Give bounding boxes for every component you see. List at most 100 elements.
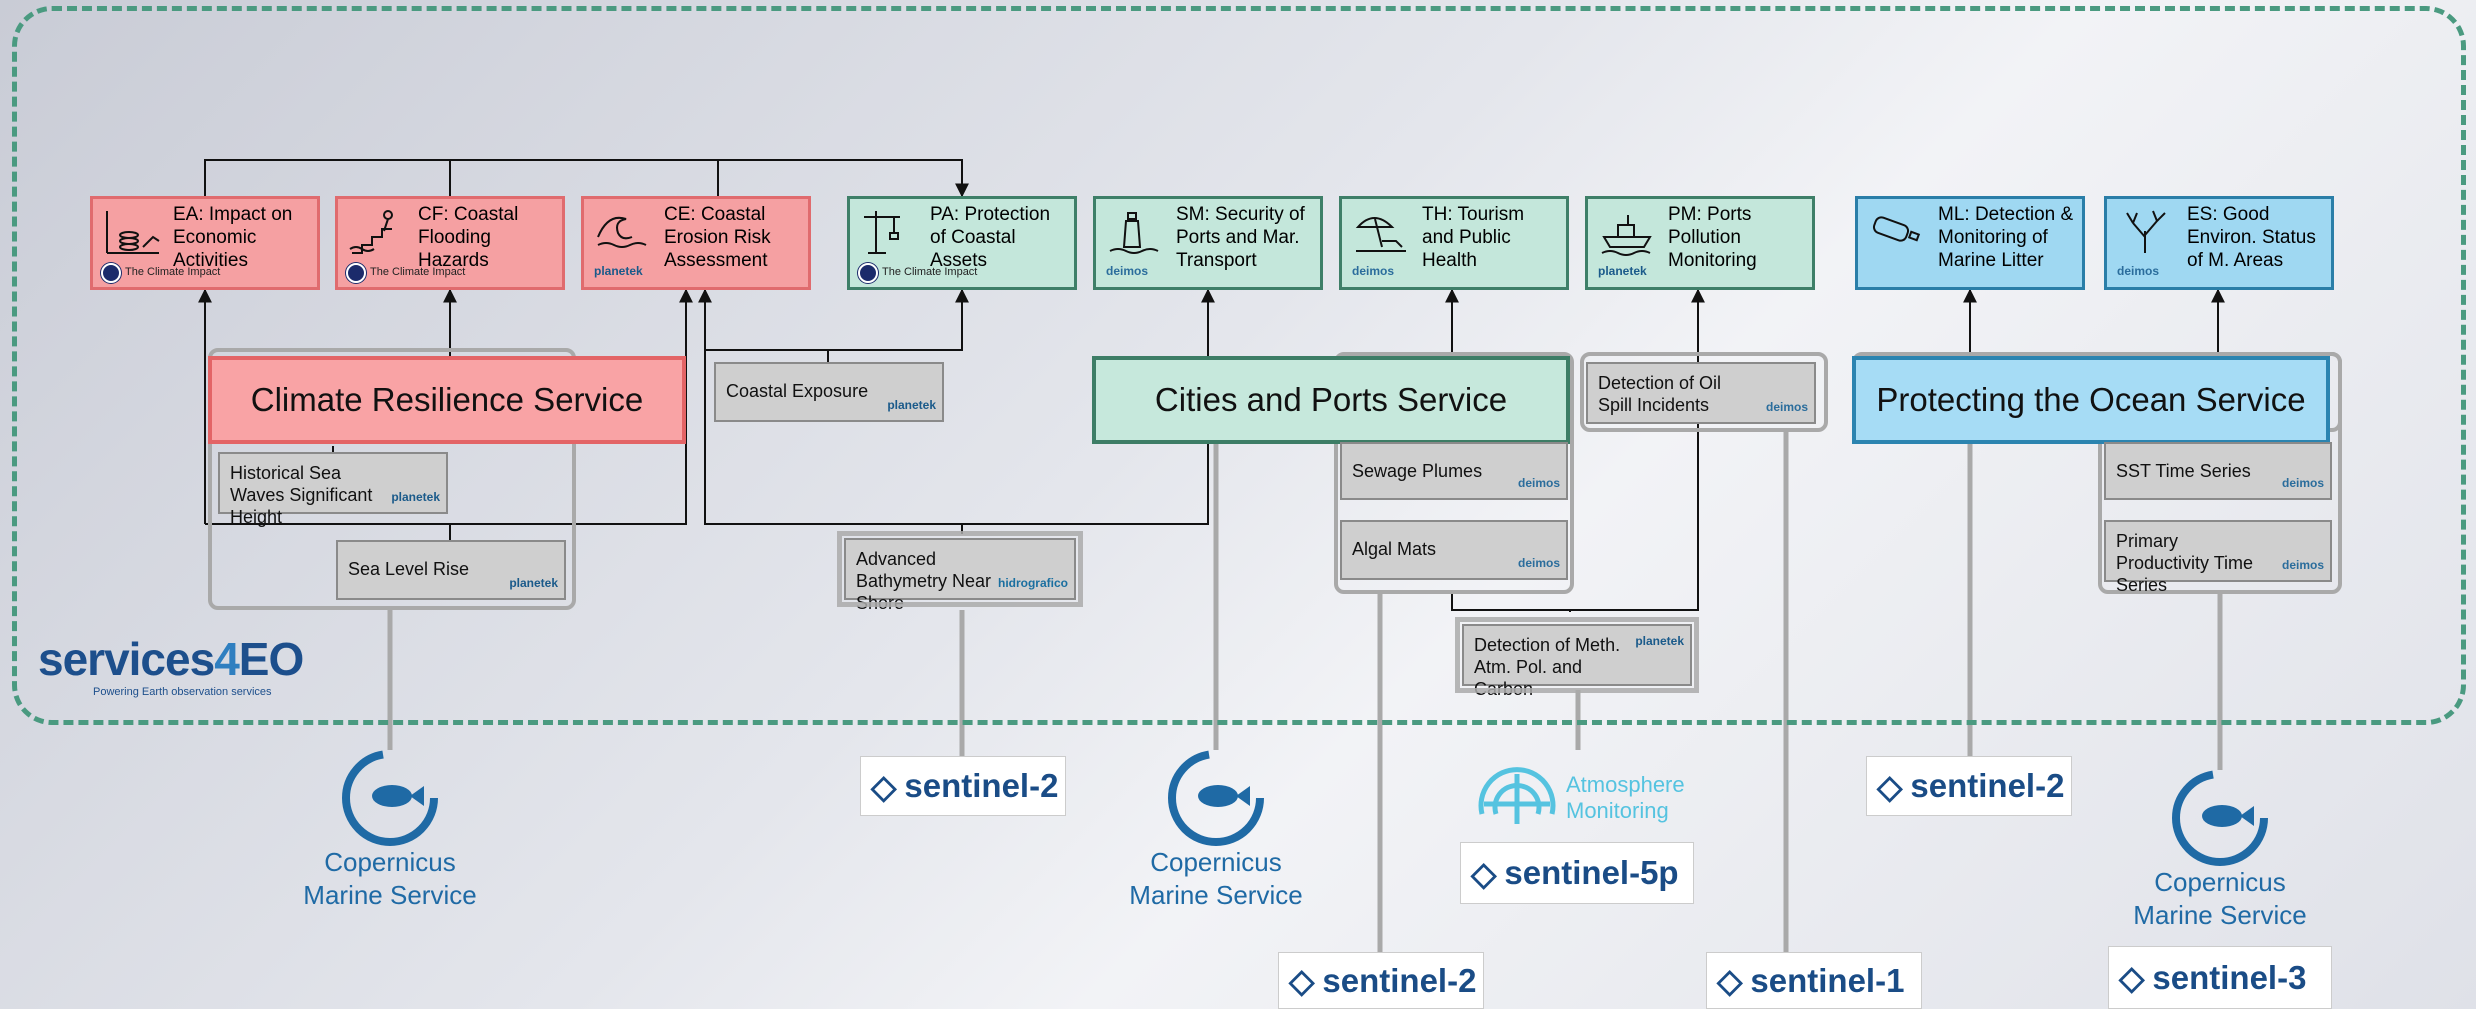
dataset-oil-spill-label: Detection of Oil Spill Incidents <box>1598 373 1722 415</box>
tci-text: The Climate Impact <box>370 266 466 278</box>
product-th[interactable]: TH: Tourism and Public Health deimos <box>1339 196 1569 290</box>
deimos-logo: deimos <box>2281 558 2324 572</box>
logo-word-eo: EO <box>238 633 304 685</box>
product-sm-label: SM: Security of Ports and Mar. Transport <box>1176 204 1305 271</box>
deimos-logo: deimos <box>1106 264 1149 278</box>
dataset-coastal-exposure[interactable]: Coastal Exposure planetek <box>714 362 944 422</box>
sentinel-1-logo: ◇sentinel-1 <box>1706 952 1922 1009</box>
sentinel-2-label: sentinel-2 <box>904 767 1059 804</box>
ship-icon <box>1601 215 1652 256</box>
satellite-icon: ◇ <box>2119 959 2145 996</box>
dataset-algal[interactable]: Algal Mats deimos <box>1340 520 1568 580</box>
dataset-sewage-label: Sewage Plumes <box>1352 461 1483 481</box>
services4eo-boundary <box>12 6 2466 725</box>
hidrografico-logo: hidrografico <box>997 576 1068 590</box>
cities-group-outline <box>1334 352 1574 594</box>
product-cf[interactable]: CF: Coastal Flooding Hazards The Climate… <box>335 196 565 290</box>
coral-icon <box>2126 210 2166 253</box>
tci-dot-icon <box>346 262 366 283</box>
satellite-icon: ◇ <box>871 767 897 805</box>
product-ce-label: CE: Coastal Erosion Risk Assessment <box>664 204 771 271</box>
planetek-logo: planetek <box>391 490 440 504</box>
sentinel-2-logo: ◇sentinel-2 <box>1866 756 2072 816</box>
wave-icon <box>597 216 647 248</box>
logo-word-services: services <box>38 633 215 685</box>
dataset-hist-waves-label: Historical Sea Waves Significant Height <box>230 463 373 527</box>
dataset-algal-label: Algal Mats <box>1352 539 1437 559</box>
dataset-oil-spill[interactable]: Detection of Oil Spill Incidents deimos <box>1586 362 1816 424</box>
sentinel-3-logo: ◇sentinel-3 <box>2108 946 2332 1009</box>
dataset-methane-label: Detection of Meth. Atm. Pol. and Carbon <box>1474 635 1621 699</box>
cms-label-3: Copernicus Marine Service <box>2133 867 2307 930</box>
ocean-right-group-outline <box>2098 352 2342 594</box>
cms-fish-icon <box>342 750 438 846</box>
tci-logo: The Climate Impact <box>858 261 977 284</box>
beach-umbrella-icon <box>1355 217 1406 252</box>
sentinel-2-label: sentinel-2 <box>1910 767 2065 804</box>
flooding-stairs-icon <box>349 210 393 254</box>
deimos-logo: deimos <box>1352 264 1395 278</box>
product-ea[interactable]: EA: Impact on Economic Activities The Cl… <box>90 196 320 290</box>
deimos-logo: deimos <box>2117 264 2160 278</box>
dataset-sewage[interactable]: Sewage Plumes deimos <box>1340 442 1568 500</box>
dataset-sst-label: SST Time Series <box>2116 461 2251 481</box>
atmosphere-monitoring-label: Atmosphere Monitoring <box>1566 772 1685 823</box>
sentinel-2-logo: ◇sentinel-2 <box>1278 952 1484 1009</box>
protecting-ocean-service[interactable]: Protecting the Ocean Service <box>1852 356 2330 444</box>
climate-group-outline <box>208 348 576 610</box>
deimos-logo: deimos <box>1517 476 1560 490</box>
dataset-sea-level[interactable]: Sea Level Rise planetek <box>336 540 566 600</box>
climate-resilience-service[interactable]: Climate Resilience Service <box>208 356 686 444</box>
dataset-ppt-label: Primary Productivity Time Series <box>2116 531 2254 595</box>
satellite-icon: ◇ <box>1717 962 1743 999</box>
satellite-icon: ◇ <box>1471 854 1497 892</box>
product-pa-label: PA: Protection of Coastal Assets <box>930 204 1051 271</box>
product-sm[interactable]: SM: Security of Ports and Mar. Transport… <box>1093 196 1323 290</box>
planetek-logo: planetek <box>509 576 558 590</box>
logo-tagline: Powering Earth observation services <box>93 686 272 698</box>
dataset-sea-level-label: Sea Level Rise <box>348 559 470 579</box>
services4eo-logo: services4EO Powering Earth observation s… <box>38 632 304 698</box>
product-es-label: ES: Good Environ. Status of M. Areas <box>2187 204 2316 271</box>
deimos-logo: deimos <box>1765 400 1808 414</box>
deimos-logo: deimos <box>1517 556 1560 570</box>
oil-spill-group-outline <box>1580 352 1828 432</box>
product-ea-label: EA: Impact on Economic Activities <box>173 204 293 271</box>
dataset-ppt[interactable]: Primary Productivity Time Series deimos <box>2104 520 2332 595</box>
atmosphere-globe-icon <box>1478 767 1556 824</box>
dataset-hist-waves[interactable]: Historical Sea Waves Significant Height … <box>218 452 448 527</box>
cities-ports-service[interactable]: Cities and Ports Service <box>1092 356 1570 444</box>
crane-icon <box>864 211 900 254</box>
tci-logo: The Climate Impact <box>346 261 465 284</box>
cms-label-2: Copernicus Marine Service <box>1129 847 1303 910</box>
cms-label-1: Copernicus Marine Service <box>303 847 477 910</box>
coins-chart-icon <box>106 211 160 254</box>
sentinel-2-label: sentinel-2 <box>1322 961 1477 999</box>
product-pa[interactable]: PA: Protection of Coastal Assets The Cli… <box>847 196 1077 290</box>
product-ml[interactable]: ML: Detection & Monitoring of Marine Lit… <box>1855 196 2085 290</box>
tci-text: The Climate Impact <box>125 266 221 278</box>
product-ce[interactable]: CE: Coastal Erosion Risk Assessment plan… <box>581 196 811 290</box>
product-pm[interactable]: PM: Ports Pollution Monitoring planetek <box>1585 196 1815 290</box>
cms-fish-icon <box>2172 770 2268 866</box>
dataset-coastal-exposure-label: Coastal Exposure <box>726 381 869 401</box>
dataset-methane[interactable]: Detection of Meth. Atm. Pol. and Carbon … <box>1455 617 1699 699</box>
lighthouse-icon <box>1109 212 1159 254</box>
planetek-logo: planetek <box>1635 634 1684 648</box>
sentinel-2-logo: ◇sentinel-2 <box>860 756 1066 816</box>
satellite-icon: ◇ <box>1877 767 1903 805</box>
tci-dot-icon <box>101 262 121 283</box>
protecting-ocean-service-label: Protecting the Ocean Service <box>1876 381 2306 418</box>
sentinel-5p-label: sentinel-5p <box>1504 854 1679 891</box>
product-ml-label: ML: Detection & Monitoring of Marine Lit… <box>1938 204 2074 271</box>
planetek-logo: planetek <box>594 264 643 278</box>
dataset-bathymetry[interactable]: Advanced Bathymetry Near Shore hidrograf… <box>837 531 1083 613</box>
cms-fish-icon <box>1168 750 1264 846</box>
product-es[interactable]: ES: Good Environ. Status of M. Areas dei… <box>2104 196 2334 290</box>
sentinel-3-label: sentinel-3 <box>2152 958 2307 996</box>
product-th-label: TH: Tourism and Public Health <box>1422 204 1525 271</box>
dataset-sst[interactable]: SST Time Series deimos <box>2104 442 2332 500</box>
planetek-logo: planetek <box>1598 264 1647 278</box>
product-cf-label: CF: Coastal Flooding Hazards <box>418 204 519 271</box>
